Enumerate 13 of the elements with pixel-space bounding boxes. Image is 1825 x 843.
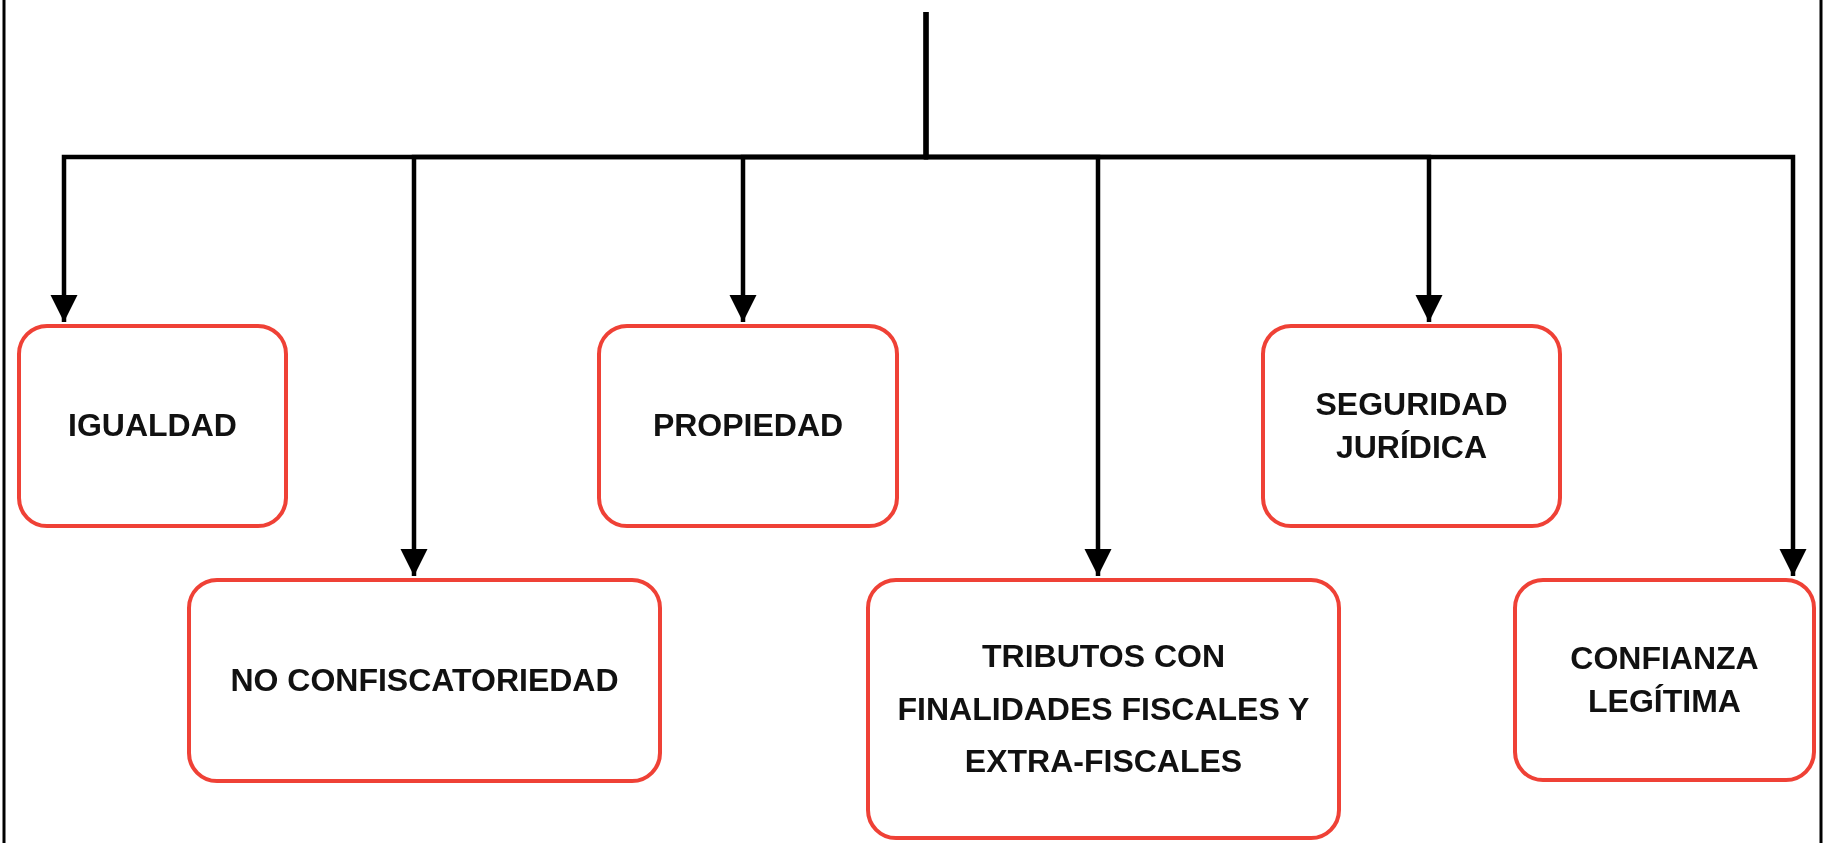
box-label: IGUALDAD [67, 406, 238, 446]
box-label: PROPIEDAD [651, 406, 845, 446]
box-label: CONFIANZA LEGÍTIMA [1569, 638, 1760, 721]
rounded-box [17, 324, 288, 528]
arrow [923, 12, 1807, 576]
rounded-box [187, 578, 662, 783]
box-label: NO CONFISCATORIEDAD [229, 660, 620, 700]
box-label: SEGURIDAD JURÍDICA [1314, 384, 1509, 467]
rounded-box [866, 578, 1341, 840]
box-label: TRIBUTOS CON FINALIDADES FISCALES Y EXTRA-FISCALES [896, 636, 1311, 782]
rounded-box [1261, 324, 1562, 528]
rounded-box [597, 324, 899, 528]
rounded-box [1513, 578, 1816, 782]
